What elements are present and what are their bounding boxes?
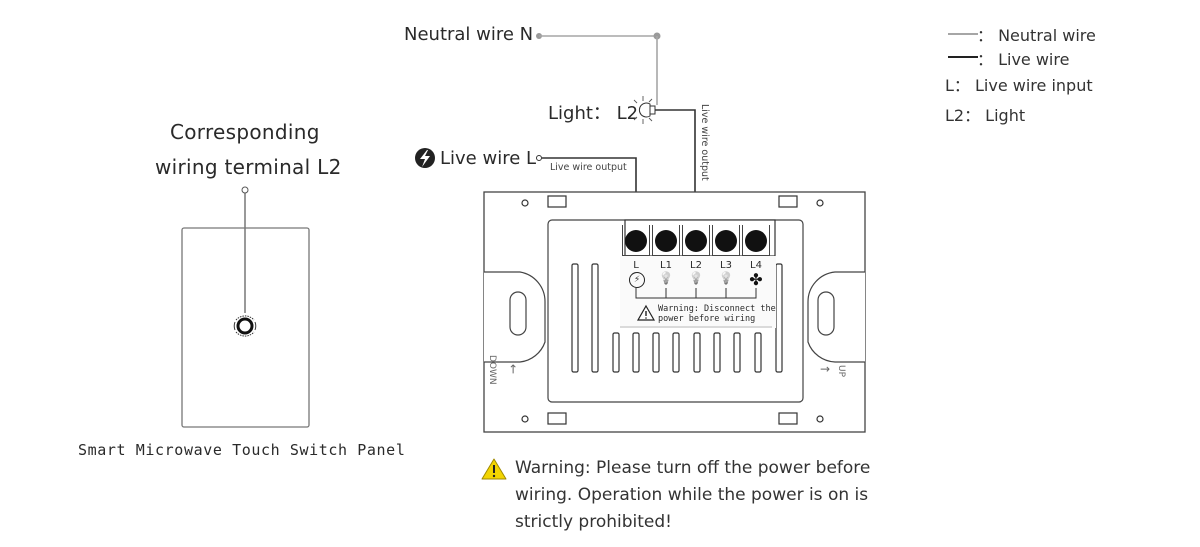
terminal-housing bbox=[622, 225, 650, 256]
bulb-icon: 💡 bbox=[658, 271, 674, 285]
terminal-label-line1: Corresponding bbox=[170, 120, 320, 144]
terminal-label-l4: L4 bbox=[750, 260, 762, 271]
terminal-label-l: L bbox=[633, 260, 639, 271]
touch-panel-outline bbox=[181, 227, 310, 428]
panel-caption: Smart Microwave Touch Switch Panel bbox=[78, 441, 406, 459]
legend-text-light: L2： Light bbox=[945, 106, 1026, 125]
live-output-horizontal-label: Live wire output bbox=[550, 162, 627, 173]
terminal-label-line2: wiring terminal L2 bbox=[155, 155, 342, 179]
terminal-screw-l1 bbox=[655, 230, 677, 252]
warning-triangle-icon bbox=[481, 458, 507, 480]
up-arrow-icon: → bbox=[820, 362, 831, 376]
inner-warning-triangle-icon bbox=[636, 304, 656, 321]
live-output-vertical-label: Live wire output bbox=[699, 104, 710, 181]
neutral-wire-label: Neutral wire N bbox=[404, 24, 534, 45]
terminal-screw-l4 bbox=[745, 230, 767, 252]
live-wire-swatch bbox=[948, 56, 978, 58]
legend-text-live: ： Live wire bbox=[977, 50, 1070, 69]
terminal-housing bbox=[742, 225, 770, 256]
light-label: Light： L2 bbox=[548, 103, 639, 124]
terminal-label-l2: L2 bbox=[690, 260, 702, 271]
legend-text-live-input: L： Live wire input bbox=[945, 76, 1093, 95]
terminal-screw-l2 bbox=[685, 230, 707, 252]
bulb-icon: 💡 bbox=[718, 271, 734, 285]
terminal-housing bbox=[682, 225, 710, 256]
live-wire-label: Live wire L bbox=[440, 148, 537, 169]
terminal-housing bbox=[712, 225, 740, 256]
vent-slots bbox=[571, 263, 783, 373]
terminal-screw-l bbox=[625, 230, 647, 252]
live-wire-icon bbox=[415, 148, 435, 168]
terminal-label-l1: L1 bbox=[660, 260, 672, 271]
live-input-icon: ⚡ bbox=[629, 272, 645, 288]
neutral-wire-swatch bbox=[948, 33, 978, 35]
inner-warning-line1: Warning: Disconnect the bbox=[658, 304, 776, 314]
terminal-screw-l3 bbox=[715, 230, 737, 252]
bottom-warning-line1: Warning: Please turn off the power befor… bbox=[515, 458, 871, 478]
bottom-warning-line2: wiring. Operation while the power is on … bbox=[515, 485, 869, 505]
neutral-wire bbox=[536, 32, 661, 105]
touch-button-icon bbox=[233, 315, 257, 337]
legend-text-neutral: ： Neutral wire bbox=[977, 26, 1096, 45]
bulb-icon: 💡 bbox=[688, 271, 704, 285]
inner-warning-line2: power before wiring bbox=[658, 314, 756, 324]
terminal-housing bbox=[652, 225, 680, 256]
bottom-warning-line3: strictly prohibited! bbox=[515, 512, 672, 532]
terminal-label-l3: L3 bbox=[720, 260, 732, 271]
fan-icon: ✤ bbox=[749, 270, 763, 289]
